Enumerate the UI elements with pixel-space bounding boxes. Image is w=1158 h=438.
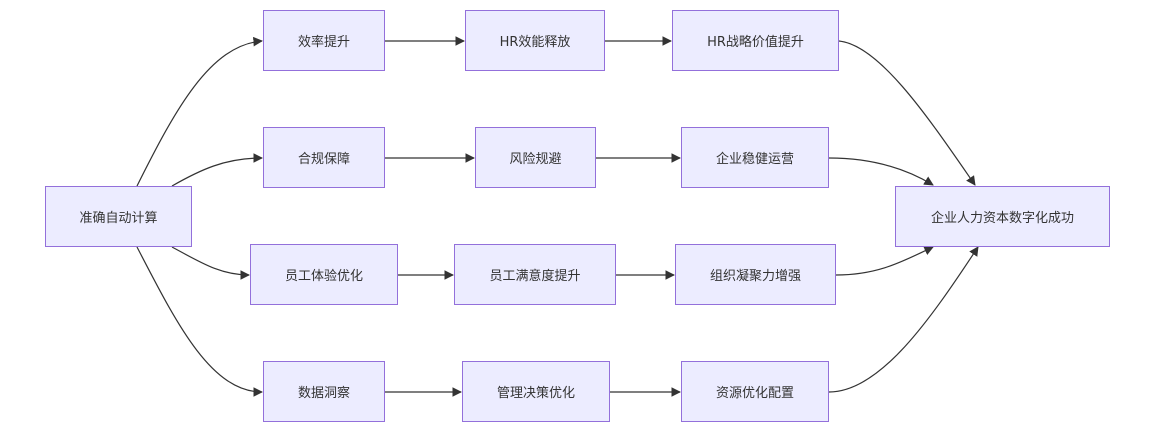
node-label: 管理决策优化: [496, 386, 575, 401]
edge-c3-to-end: [835, 246, 934, 276]
edge-start-to-c1: [171, 246, 250, 280]
node-label: 组织凝聚力增强: [709, 269, 801, 284]
node-c1: 员工体验优化: [250, 244, 398, 305]
node-c2: 员工满意度提升: [454, 244, 616, 305]
edge-start-to-a1: [136, 36, 263, 187]
node-b1: 合规保障: [263, 127, 385, 188]
node-label: 企业稳健运营: [715, 152, 794, 167]
node-label: 资源优化配置: [715, 386, 794, 401]
node-label: 企业人力资本数字化成功: [930, 211, 1074, 226]
edge-d3-to-end: [828, 246, 979, 393]
edge-start-to-d1: [136, 246, 263, 397]
node-b2: 风险规避: [475, 127, 596, 188]
node-d2: 管理决策优化: [462, 361, 610, 422]
node-d3: 资源优化配置: [681, 361, 829, 422]
node-label: 风险规避: [509, 152, 562, 167]
node-a3: HR战略价值提升: [672, 10, 839, 71]
node-label: HR战略价值提升: [707, 35, 804, 50]
node-a2: HR效能释放: [465, 10, 605, 71]
node-a1: 效率提升: [263, 10, 385, 71]
node-label: 准确自动计算: [79, 211, 158, 226]
node-b3: 企业稳健运营: [681, 127, 829, 188]
node-d1: 数据洞察: [263, 361, 385, 422]
edge-start-to-b1: [171, 153, 263, 187]
node-label: 员工满意度提升: [489, 269, 581, 284]
node-end: 企业人力资本数字化成功: [895, 186, 1110, 247]
edge-a3-to-end: [838, 40, 976, 186]
node-label: 合规保障: [297, 152, 350, 167]
edge-b3-to-end: [828, 157, 934, 186]
node-start: 准确自动计算: [45, 186, 192, 247]
node-label: 效率提升: [297, 35, 350, 50]
node-label: HR效能释放: [499, 35, 571, 50]
node-label: 员工体验优化: [284, 269, 363, 284]
node-label: 数据洞察: [297, 386, 350, 401]
node-c3: 组织凝聚力增强: [675, 244, 836, 305]
